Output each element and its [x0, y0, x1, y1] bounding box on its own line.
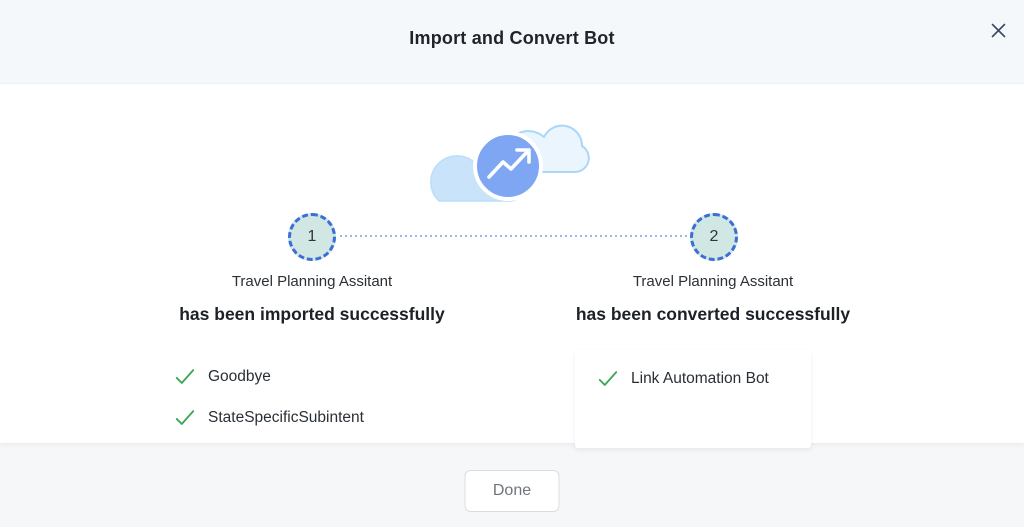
close-icon: [991, 23, 1005, 37]
step-2-circle: 2: [690, 213, 738, 261]
dialog-body: 1 2 Travel Planning Assitant has been im…: [0, 83, 1024, 448]
list-item-label: StateSpecificSubintent: [208, 409, 364, 426]
step-connector-dotted-line: [340, 235, 688, 237]
list-item: Link Automation Bot: [597, 368, 769, 390]
check-icon: [598, 371, 618, 386]
dialog-footer: Done: [0, 443, 1024, 527]
check-icon: [175, 369, 195, 384]
list-item: StateSpecificSubintent: [174, 407, 364, 429]
step-1-result-list: Goodbye StateSpecificSubintent: [174, 366, 364, 429]
step-2-number: 2: [709, 228, 719, 245]
close-button[interactable]: [983, 15, 1013, 45]
list-item-label: Link Automation Bot: [631, 370, 769, 387]
step-1-status: has been imported successfully: [179, 304, 445, 324]
dialog-header: Import and Convert Bot: [0, 0, 1024, 84]
list-item: Goodbye: [174, 366, 364, 388]
step-2-result-list: Link Automation Bot: [597, 368, 769, 390]
step-1-circle: 1: [288, 213, 336, 261]
check-icon: [175, 410, 195, 425]
step-2-bot-name: Travel Planning Assitant: [632, 273, 794, 290]
step-2-result-card: [575, 350, 811, 448]
step-1-number: 1: [307, 228, 317, 245]
list-item-label: Goodbye: [208, 368, 271, 385]
dialog-title: Import and Convert Bot: [409, 27, 615, 48]
step-2-status: has been converted successfully: [575, 304, 851, 324]
cloud-trend-icon: [430, 124, 590, 202]
done-button[interactable]: Done: [464, 470, 560, 512]
step-1-bot-name: Travel Planning Assitant: [231, 273, 393, 290]
